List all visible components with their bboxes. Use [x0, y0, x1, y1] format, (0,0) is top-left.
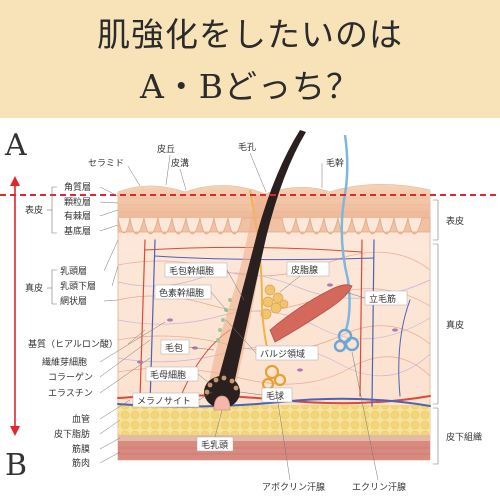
label-monyuto: 毛乳頭 [201, 439, 228, 451]
label-mouko: 毛孔 [238, 141, 256, 153]
label-mokan: 毛幹 [326, 157, 344, 169]
subcutaneous-fat [118, 405, 430, 435]
label-kitei: 基底層 [64, 225, 91, 237]
dermal-papillae [117, 217, 431, 235]
arrector-pili-muscle [269, 284, 353, 343]
label-eccrine: エクリン汗腺 [352, 481, 406, 493]
inner-label-boxes [132, 261, 408, 452]
right-brackets [433, 199, 439, 465]
label-hyohi-right: 表皮 [446, 215, 464, 227]
label-yusatsu: 有棘層 [64, 210, 91, 222]
eccrine-sweat-gland [333, 134, 360, 353]
inner-leader-lines [188, 269, 366, 438]
skin-block [117, 184, 431, 461]
label-bulge: バルジ領域 [260, 348, 305, 360]
top-leader-lines [127, 152, 323, 193]
hair-follicle [204, 130, 306, 411]
label-kekkan: 血管 [72, 413, 90, 425]
a-b-double-arrow [10, 176, 20, 436]
left-brackets [47, 186, 57, 305]
label-hyohi-left: 表皮 [25, 204, 43, 216]
label-hikou: 皮溝 [171, 157, 189, 169]
left-leader-lines [99, 186, 166, 464]
follicle-sheath [208, 195, 268, 403]
label-hifu-kyu: 皮丘 [157, 143, 175, 155]
marker-a: A [4, 128, 27, 163]
hair-shaft [218, 130, 306, 384]
label-shinpi-left: 真皮 [25, 282, 43, 294]
label-hisen: 皮脂腺 [291, 264, 318, 276]
dermal-papilla-of-hair [213, 395, 231, 411]
label-kishitsu: 基質（ヒアルロン酸） [28, 338, 118, 350]
label-hikashibo: 皮下脂肪 [54, 428, 90, 440]
label-mobo: 毛母細胞 [150, 369, 186, 381]
skin-cross-section-diagram: A B 皮丘 皮溝 セラミド 毛孔 毛幹 表皮 角質層 顆粒層 有棘層 基底層 … [0, 128, 500, 493]
label-sen-i: 繊維芽細胞 [42, 356, 87, 368]
hair-bulb [204, 376, 240, 408]
label-melanocyte: メラノサイト [137, 396, 191, 407]
label-mokyu: 毛球 [266, 390, 284, 402]
label-kakushitsu: 角質層 [64, 181, 91, 193]
marker-b: B [5, 448, 27, 483]
label-elastin: エラスチン [48, 388, 93, 399]
sebaceous-gland [260, 284, 289, 320]
bottom-leader-lines [275, 351, 379, 481]
title-banner: 肌強化をしたいのは A・Bどっち？ [0, 0, 500, 118]
label-mohou-kankan: 毛包幹細胞 [169, 265, 214, 277]
melanocyte-dots [204, 375, 239, 395]
label-hika-right: 皮下組織 [446, 431, 482, 443]
label-ceramide: セラミド [88, 158, 124, 169]
fibroblasts [137, 283, 398, 372]
label-shinpi-right: 真皮 [446, 319, 464, 331]
label-apocrine: アポクリン汗腺 [262, 481, 325, 493]
label-mojo: 網状層 [60, 295, 87, 307]
title-line-2: A・Bどっち？ [139, 67, 361, 106]
label-kinniku: 筋肉 [72, 457, 90, 469]
label-kinmaku: 筋膜 [72, 443, 90, 455]
muscle [118, 441, 430, 460]
label-nyuto: 乳頭層 [60, 265, 87, 277]
title-line-1: 肌強化をしたいのは [97, 15, 403, 54]
label-shikiso: 色素幹細胞 [159, 287, 204, 299]
fascia [118, 435, 430, 441]
label-karyu: 顆粒層 [64, 196, 91, 208]
label-mohou: 毛包 [165, 342, 183, 354]
label-nyutoka: 乳頭下層 [60, 280, 96, 292]
label-collagen: コラーゲン [48, 371, 93, 383]
label-rituomo: 立毛筋 [369, 293, 396, 305]
